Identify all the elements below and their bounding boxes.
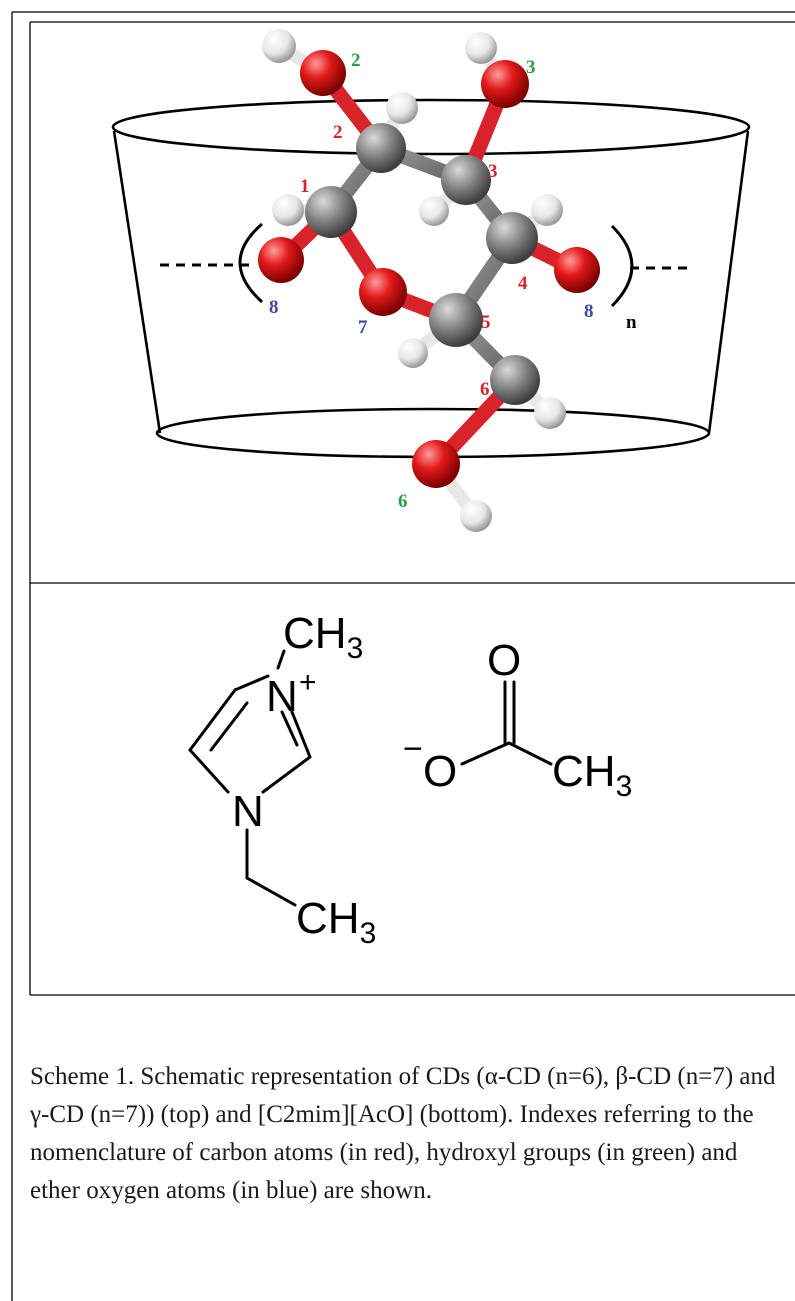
anion-bonds [460,680,553,766]
carbon-label: 3 [488,161,498,182]
ether-label: 8 [269,297,279,318]
hydrogen-atom [531,194,563,226]
cation-ethyl: CH3 [296,894,376,950]
hydrogen-atom [465,32,497,64]
oxygen-atom [300,50,346,96]
figure-frame [11,11,795,1301]
oxygen-atom [258,237,304,283]
hydrogen-atom [262,29,296,63]
hydrogen-atom [419,196,449,226]
cation-bonds [188,649,312,907]
cd-cone [111,98,751,459]
acetate-anion: O O − CH3 [403,636,632,803]
oxygen-atom [412,440,460,488]
cation-methyl: CH3 [283,609,363,665]
carbon-atom [486,212,538,264]
repeat-brackets [238,222,634,308]
carbon-atom [429,293,483,347]
hydrogen-atom [534,397,566,429]
emim-cation: CH3 N + N CH3 [188,609,376,950]
carbon-label: 2 [333,122,343,143]
hydrogen-atom [460,500,492,532]
carbon-label: 6 [480,379,490,400]
repeat-index-label: n [626,312,637,333]
ether-label: 8 [584,301,594,322]
cation-n-plus: N [266,672,298,721]
hydrogen-atom [386,92,418,124]
carbon-atom [490,355,540,405]
dashed-links [160,263,690,270]
anion-charge: − [403,730,423,768]
hydroxyl-index-labels: 2 3 6 [351,50,536,512]
glucose-unit-model [258,29,600,532]
anion-methyl: CH3 [552,747,632,803]
hydroxyl-label: 2 [351,50,361,71]
carbon-atom [305,186,357,238]
oxygen-atom [481,60,529,108]
hydrogen-atom [272,194,304,226]
carbon-label: 5 [481,312,491,333]
figure-caption: Scheme 1. Schematic representation of CD… [30,1063,776,1204]
oxygen-atom [359,268,407,316]
carbon-atom [356,123,406,173]
hydrogen-atom [398,338,428,368]
atoms [258,29,600,532]
anion-carbonyl-o: O [487,636,521,685]
cation-charge: + [299,666,317,699]
carbon-atom [441,155,491,205]
carbon-index-labels: 1 2 3 4 5 6 [300,122,528,400]
hydroxyl-label: 3 [526,57,536,78]
cation-n: N [232,787,264,836]
carbon-label: 4 [518,273,528,294]
ether-label: 7 [358,317,368,338]
hydroxyl-label: 6 [398,491,408,512]
ether-index-labels: 8 7 8 [269,297,594,338]
oxygen-atom [554,247,600,293]
carbon-label: 1 [300,176,310,197]
anion-o-minus: O [423,747,457,796]
